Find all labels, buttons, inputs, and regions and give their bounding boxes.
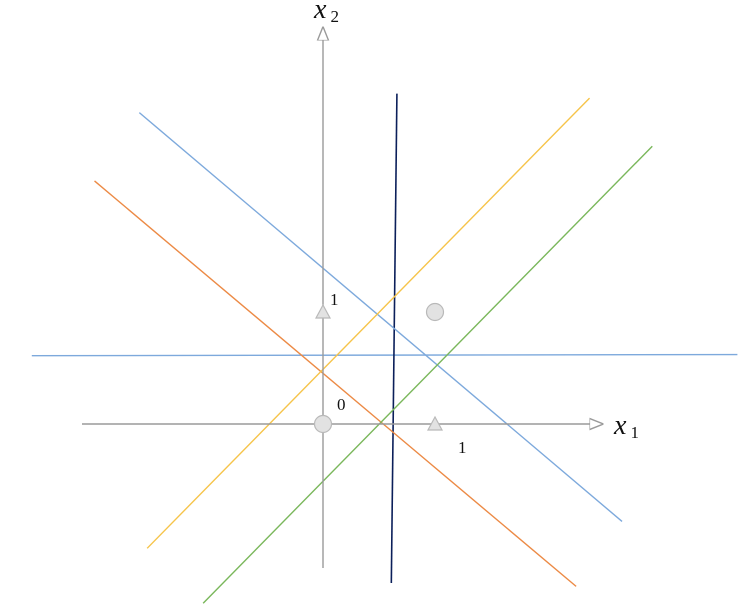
data-points [313, 302, 445, 434]
x2-tick-label-one: 1 [330, 290, 339, 309]
separating-lines [31, 93, 738, 604]
line-green-increasing [202, 145, 653, 604]
line-lightblue-decreasing [138, 112, 623, 522]
line-navy-vertical [390, 93, 398, 584]
triangle-point-2 [426, 415, 444, 431]
line-orange-decreasing [94, 180, 577, 587]
triangle-point-3 [314, 303, 332, 319]
origin-tick-label: 0 [337, 395, 346, 414]
line-steelblue-horizontal [31, 353, 738, 357]
circle-point-1 [425, 302, 445, 322]
x1-tick-label-one: 1 [458, 438, 467, 457]
axes [82, 28, 602, 568]
line-yellow-increasing [146, 97, 591, 549]
circle-point-0 [313, 414, 333, 434]
